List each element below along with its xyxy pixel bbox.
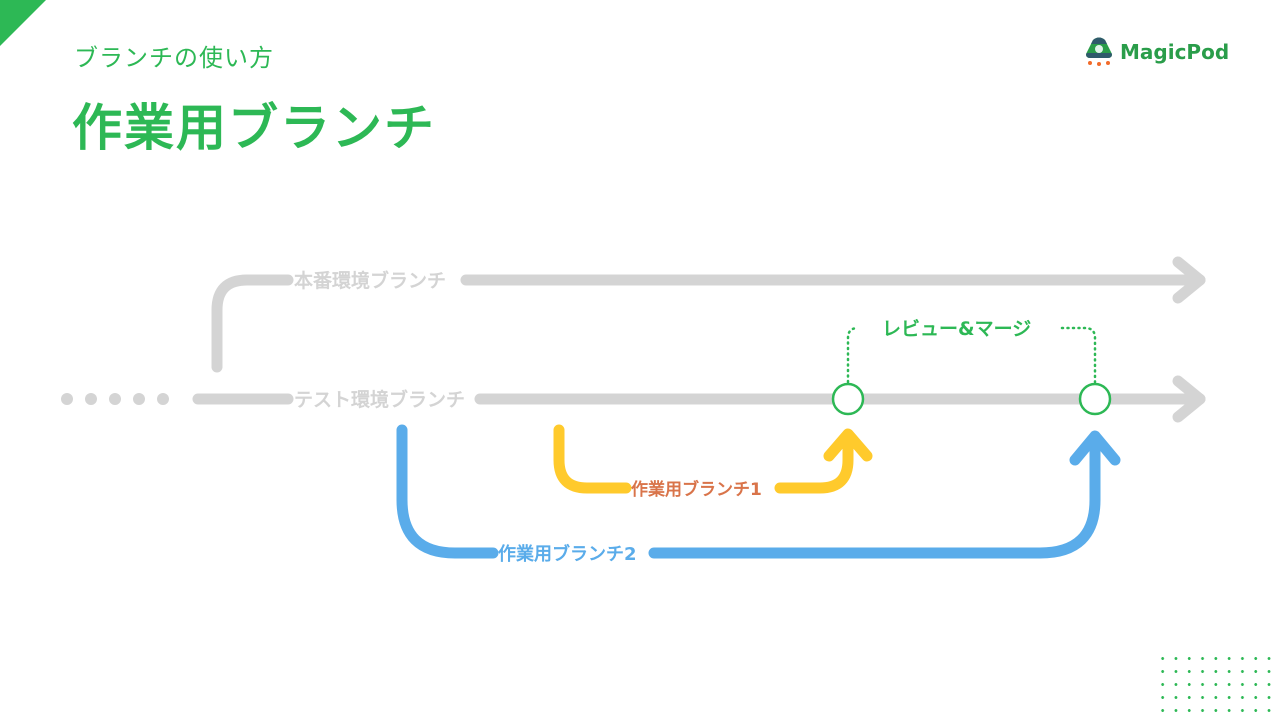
test-branch-label: テスト環境ブランチ: [294, 388, 465, 411]
history-dots: [61, 393, 169, 405]
page-subtitle: ブランチの使い方: [74, 44, 274, 72]
production-branch-label: 本番環境ブランチ: [294, 269, 446, 292]
logo-text: MagicPod: [1120, 40, 1230, 64]
page-title: 作業用ブランチ: [72, 99, 436, 157]
decorative-dot-grid: [1156, 652, 1280, 720]
review-merge-label: レビュー&マージ: [882, 318, 1031, 340]
work-branch-2-label: 作業用ブランチ2: [498, 543, 637, 565]
production-branch-line: [211, 256, 1206, 373]
work-branch-1-label: 作業用ブランチ1: [631, 479, 762, 500]
magicpod-logo: MagicPod: [1084, 36, 1229, 68]
work-branch-1-line: [553, 424, 873, 494]
work-branch-2-line: [396, 424, 1121, 559]
review-merge-bracket: [846, 326, 1097, 384]
rocket-pod-icon: [1086, 37, 1112, 66]
merge-point-2: [1078, 382, 1112, 416]
corner-accent: [0, 0, 46, 46]
merge-point-1: [831, 382, 865, 416]
